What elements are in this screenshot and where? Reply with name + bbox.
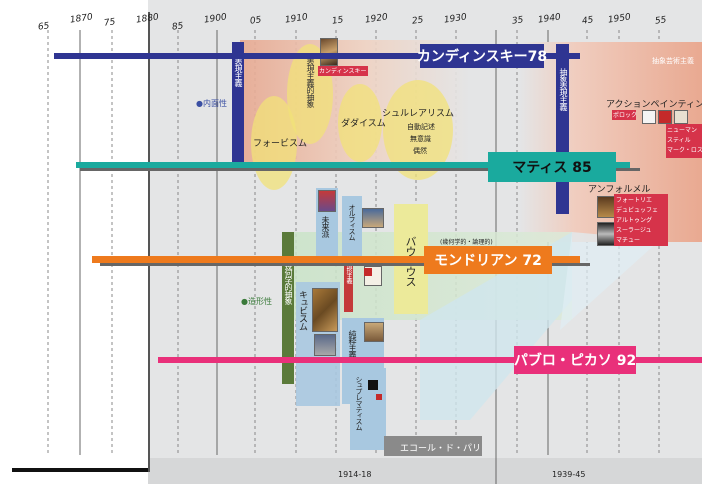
informel-thumb-2 — [597, 222, 615, 246]
matisse-lifeline — [76, 162, 630, 168]
dadaism-ellipse — [338, 84, 382, 162]
pollock-tag: ポロック — [613, 112, 638, 119]
automatism-label: 自動記述 — [407, 123, 435, 131]
action-artists-box — [666, 124, 702, 158]
fauvism-label: フォービスム — [253, 139, 308, 149]
futurism-label: 未来派 — [321, 216, 330, 237]
pollock-tag-box — [612, 110, 636, 120]
kandinsky-label-box: カンディンスキー78 — [416, 44, 548, 68]
action-artist-2: スティル — [667, 137, 691, 144]
matisse-label-box: マティス 85 — [488, 152, 616, 182]
mondrian-label-box: モンドリアン 72 — [424, 246, 552, 274]
unconscious-label: 無意識 — [410, 135, 431, 143]
formal-caption: ●造形性 — [241, 297, 272, 306]
suprematism-label: シュプレマティスム — [355, 376, 363, 430]
informel-artists-box — [614, 194, 668, 246]
surrealism-label: シュルレアリスム — [382, 109, 455, 119]
inner-caption: ●内面性 — [196, 99, 227, 108]
abstract-expressionism-label: 抽象表現主義 — [559, 68, 568, 110]
cubism-thumb-1 — [312, 288, 338, 332]
mondrian-name: モンドリアン 72 — [434, 253, 542, 269]
kandinsky-thumbnail — [320, 38, 338, 66]
dadaism-label: ダダイスム — [341, 119, 386, 129]
matisse-name: マティス 85 — [512, 160, 592, 176]
action-thumb-2 — [658, 110, 672, 124]
expressionism-bar — [232, 42, 244, 162]
neoplasticism-bar — [344, 256, 353, 312]
action-artist-1: ニューマン — [667, 127, 698, 134]
suprematism-black-square — [368, 380, 378, 390]
expressionism-label: 表現主義 — [234, 58, 243, 86]
orphism-thumb — [362, 208, 384, 228]
bottom-band — [148, 458, 702, 484]
left-margin-panel — [0, 0, 148, 470]
ecole-de-paris-box — [384, 436, 482, 456]
futurism-thumb — [318, 190, 336, 212]
mondrian-lifeline — [92, 256, 580, 263]
kandinsky-name: カンディンスキー78 — [416, 49, 548, 65]
ecole-de-paris-label: エコール・ド・パリ — [400, 444, 482, 454]
suprematism-red-square — [376, 394, 382, 400]
abstract-art-label: 抽象芸術主義 — [652, 57, 694, 65]
geometric-abstraction-bar — [282, 232, 294, 384]
kandinsky-tag-box — [318, 66, 368, 76]
art-informel-label: アンフォルメル — [588, 185, 651, 195]
action-thumb-3 — [674, 110, 688, 124]
purism-thumb — [364, 322, 384, 342]
geometric-rational-label: (幾何学的・論理的) — [440, 239, 493, 246]
orphism-panel — [342, 196, 362, 260]
informel-artist-2: デュビュッフェ — [616, 207, 659, 214]
picasso-label-box: パブロ・ピカソ 92 — [514, 346, 636, 374]
expressionist-abstraction-label: 表現主義的抽象 — [306, 58, 315, 107]
informel-artist-4: スーラージュ — [616, 227, 652, 234]
matisse-lifeline-shadow — [80, 168, 640, 171]
bottom-left-rule — [12, 468, 148, 472]
cubism-thumb-2 — [314, 334, 336, 356]
orphism-label: オルフィスム — [348, 204, 356, 240]
neoplasticism-label: 新造形主義 — [345, 258, 352, 283]
axis-separator — [148, 12, 150, 472]
informel-thumb-1 — [597, 196, 615, 218]
ww2-label: 1939-45 — [552, 470, 586, 479]
informel-artist-1: フォートリエ — [616, 197, 653, 204]
cubism-label: キュビスム — [297, 290, 307, 330]
kandinsky-tag: カンディンスキー — [319, 68, 367, 75]
action-painting-label: アクションペインティング — [606, 100, 702, 110]
purism-label: 純粋主義 — [348, 330, 357, 358]
action-artist-3: マーク・ロスコ — [667, 147, 702, 154]
kandinsky-lifeline — [54, 53, 580, 59]
mondrian-lifeline-shadow — [100, 263, 590, 266]
picasso-lifeline — [158, 357, 702, 363]
ww1-label: 1914-18 — [338, 470, 372, 479]
informel-artist-3: アルトゥング — [616, 217, 652, 224]
informel-artist-5: マチュー — [616, 237, 641, 244]
geometric-abstraction-label: 幾何学的抽象 — [284, 262, 293, 304]
action-thumb-1 — [642, 110, 656, 124]
picasso-name: パブロ・ピカソ 92 — [513, 353, 637, 369]
chance-label: 偶然 — [413, 147, 427, 155]
neoplasticism-red-block — [364, 268, 372, 276]
